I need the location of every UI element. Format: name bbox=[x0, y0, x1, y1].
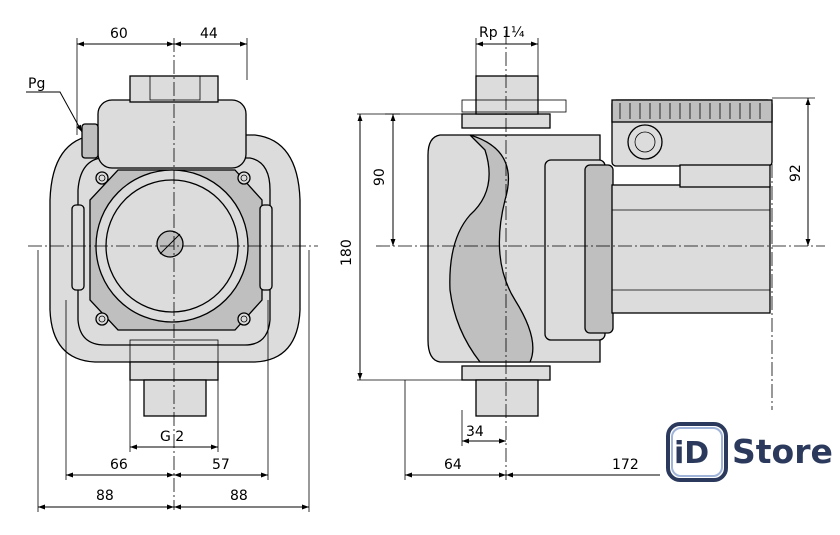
label-front-thread: G 2 bbox=[160, 429, 184, 445]
front-terminal-box bbox=[97, 99, 247, 169]
logo-text: Store bbox=[732, 432, 833, 471]
label-front-bottom-left: 88 bbox=[96, 488, 114, 504]
side-volute bbox=[449, 134, 534, 363]
label-side-bottom-right: 172 bbox=[612, 457, 639, 473]
label-front-mid-right: 57 bbox=[212, 457, 230, 473]
label-side-height-total: 180 bbox=[339, 239, 355, 266]
idstore-logo: iD Store bbox=[666, 422, 833, 482]
label-pg: Pg bbox=[28, 76, 45, 92]
logo-mark: iD bbox=[674, 436, 709, 471]
side-speed-knob bbox=[627, 124, 663, 160]
label-front-mid-left: 66 bbox=[110, 457, 128, 473]
side-motor-can bbox=[611, 184, 771, 314]
label-side-thread: Rp 1¼ bbox=[479, 25, 525, 41]
label-side-port: 34 bbox=[466, 424, 484, 440]
label-side-right-height: 92 bbox=[788, 164, 804, 182]
dimension-labels: Pg 60 44 G 2 66 57 88 88 Rp 1¼ 90 180 92… bbox=[28, 25, 804, 504]
label-front-top-right: 44 bbox=[200, 26, 218, 42]
front-bolts bbox=[95, 171, 251, 326]
pg-cable-gland bbox=[81, 123, 99, 159]
label-side-height-upper: 90 bbox=[372, 168, 388, 186]
front-view bbox=[26, 38, 318, 512]
logo-badge bbox=[666, 422, 728, 482]
label-side-bottom-left: 64 bbox=[444, 457, 462, 473]
label-front-top-left: 60 bbox=[110, 26, 128, 42]
side-view bbox=[357, 30, 825, 480]
label-front-bottom-right: 88 bbox=[230, 488, 248, 504]
